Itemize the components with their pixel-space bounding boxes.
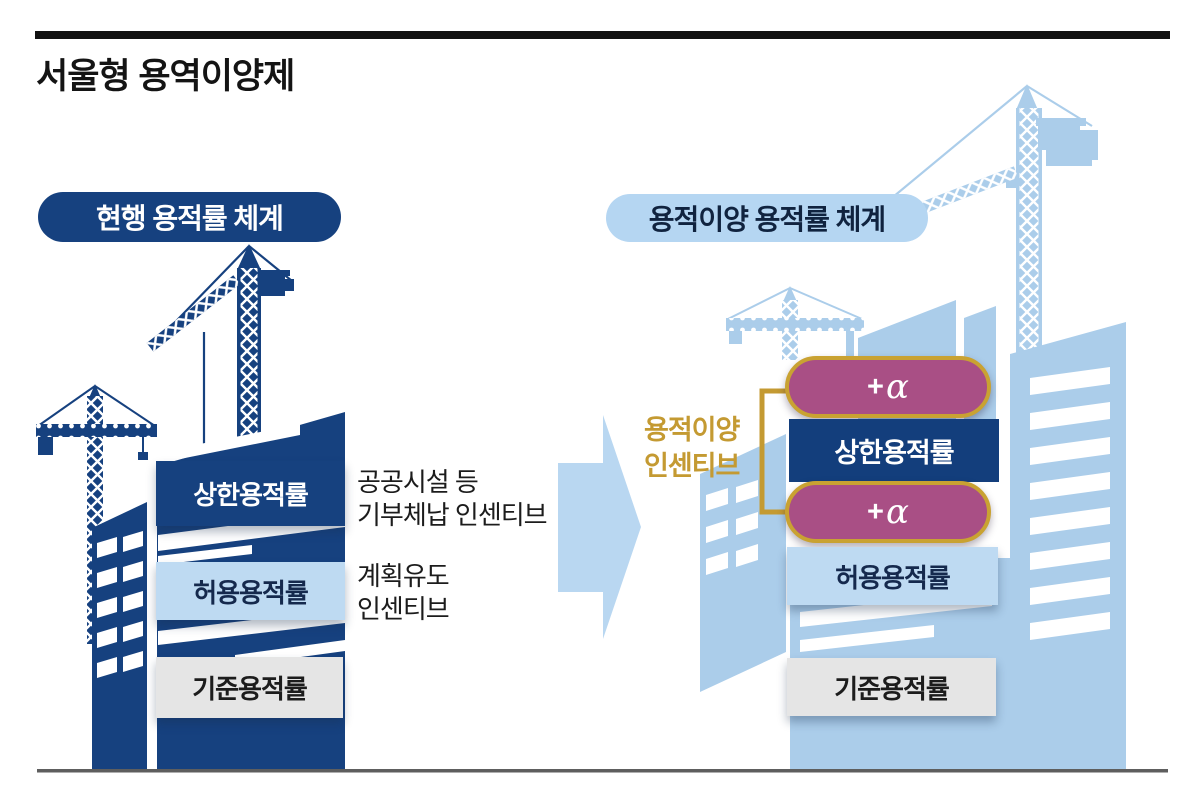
right-band-allowed-far: 허용용적률 [787, 547, 998, 605]
left-band-allowed-far-label: 허용용적률 [193, 577, 309, 608]
right-small-crane-icon [726, 286, 864, 361]
left-band-base-far-label: 기준용적률 [192, 674, 308, 704]
current-system-header: 현행 용적률 체계 [38, 192, 341, 242]
right-band-allowed-far-label: 허용용적률 [835, 562, 951, 593]
right-band-upper-far: 상한용적률 [789, 419, 999, 482]
annotation-plan-incentive-line2: 인센티브 [357, 594, 450, 624]
left-band-upper-far: 상한용적률 [156, 461, 345, 526]
left-band-upper-far-label: 상한용적률 [193, 480, 309, 510]
annotation-public-facility-line1: 공공시설 등 [357, 467, 479, 497]
annotation-public-facility-line2: 기부체납 인센티브 [357, 500, 548, 530]
left-band-allowed-far: 허용용적률 [156, 562, 345, 620]
annotation-public-facility: 공공시설 등 기부체납 인센티브 [357, 466, 548, 532]
right-band-base-far: 기준용적률 [787, 658, 996, 716]
annotation-plan-incentive: 계획유도 인센티브 [357, 560, 450, 626]
bonus-top-plus: + [867, 370, 884, 403]
page-title: 서울형 용역이양제 [36, 57, 295, 96]
current-system-header-label: 현행 용적률 체계 [96, 203, 284, 234]
right-band-base-far-label: 기준용적률 [834, 673, 950, 704]
right-band-upper-far-label: 상한용적률 [834, 438, 954, 468]
top-rule-bar [35, 31, 1170, 39]
incentive-bracket [759, 388, 794, 515]
annotation-plan-incentive-line1: 계획유도 [357, 561, 450, 591]
transfer-incentive-label: 용적이양 인센티브 [644, 412, 740, 484]
bonus-top-alpha: α [885, 367, 909, 407]
transfer-system-header-label: 용적이양 용적률 체계 [648, 204, 886, 235]
transfer-incentive-line1: 용적이양 [644, 415, 740, 445]
ground-line [37, 769, 1168, 773]
bonus-bottom-plus: + [867, 495, 884, 528]
transfer-arrow [558, 415, 641, 639]
bonus-pill-top: + α [785, 356, 991, 418]
right-building-windows [706, 480, 758, 575]
left-band-base-far: 기준용적률 [156, 657, 343, 718]
bonus-pill-bottom: + α [785, 481, 991, 543]
right-tower-slats [1030, 367, 1110, 640]
bonus-bottom-alpha: α [885, 492, 909, 532]
transfer-incentive-line2: 인센티브 [644, 451, 740, 481]
transfer-system-header: 용적이양 용적률 체계 [606, 194, 928, 242]
left-tower-crane-icon [146, 244, 294, 457]
left-building-windows [97, 531, 143, 678]
